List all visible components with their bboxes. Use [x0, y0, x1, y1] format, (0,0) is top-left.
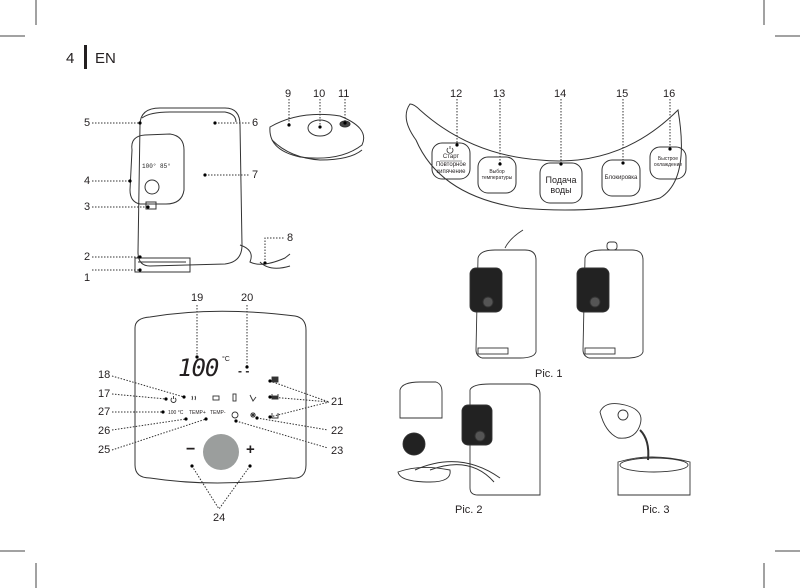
- power-icon: [170, 396, 177, 403]
- temp-plus-label: TEMP+: [189, 410, 206, 416]
- callout-4: 4: [84, 175, 91, 187]
- figure-2-caption: Pic. 2: [455, 504, 483, 516]
- page-number: 4: [66, 50, 75, 67]
- temperature-readout: 100: [178, 354, 219, 382]
- lock-button[interactable]: Блокировка: [602, 175, 640, 182]
- temperature-unit: °C: [222, 356, 230, 363]
- dispense-label-2: воды: [550, 185, 572, 196]
- header-divider: [84, 45, 87, 69]
- callout-6: 6: [252, 117, 259, 129]
- svg-text:100° 85°: 100° 85°: [142, 163, 171, 170]
- callout-11: 11: [338, 88, 350, 100]
- callout-5: 5: [84, 117, 91, 129]
- callout-20: 20: [241, 292, 254, 304]
- callout-27: 27: [98, 406, 111, 418]
- callout-19: 19: [191, 292, 204, 304]
- plus-button[interactable]: +: [246, 441, 255, 458]
- callout-10: 10: [313, 88, 326, 100]
- callout-13: 13: [493, 88, 506, 100]
- lock-label: Блокировка: [604, 175, 638, 181]
- callout-17: 17: [98, 388, 111, 400]
- callout-14: 14: [554, 88, 567, 100]
- knob: [203, 434, 239, 470]
- minus-button[interactable]: −: [186, 441, 196, 458]
- start-button[interactable]: Старт Повторное кипячение: [432, 154, 470, 176]
- bottle-icon: [232, 393, 237, 402]
- temperature-select-button[interactable]: Выбор температуры: [478, 169, 516, 182]
- callout-21: 21: [331, 396, 344, 408]
- reboil-label: Повторное кипячение: [435, 161, 467, 175]
- quick-cool-label-2: охлаждение: [653, 161, 683, 168]
- milk-icon: [249, 394, 257, 402]
- water-level-empty-icon: [271, 413, 279, 419]
- dispense-water-button[interactable]: Подача воды: [540, 175, 582, 196]
- callout-24: 24: [213, 512, 226, 524]
- callout-18: 18: [98, 369, 111, 381]
- callout-2: 2: [84, 251, 91, 263]
- cup-icon: [212, 395, 220, 401]
- timer-icon: [231, 411, 239, 419]
- start-label: Старт: [442, 154, 460, 160]
- callout-26: 26: [98, 425, 111, 437]
- figure-3-caption: Pic. 3: [642, 504, 670, 516]
- figure-1-caption: Pic. 1: [535, 368, 563, 380]
- callout-9: 9: [285, 88, 292, 100]
- temp-minus-label: TEMP-: [210, 410, 226, 416]
- snowflake-icon: [250, 412, 256, 418]
- callout-7: 7: [252, 169, 259, 181]
- callout-22: 22: [331, 425, 344, 437]
- steam-icon: [191, 395, 196, 401]
- callout-15: 15: [616, 88, 629, 100]
- quick-cool-label-1: Быстрое: [657, 156, 678, 162]
- callout-8: 8: [287, 232, 294, 244]
- quick-cool-button[interactable]: Быстрое охлаждение: [650, 156, 686, 169]
- callout-1: 1: [84, 272, 91, 284]
- water-level-full-icon: [271, 376, 279, 383]
- callout-3: 3: [84, 201, 91, 213]
- temperature-select-label-1: Выбор: [489, 169, 505, 175]
- secondary-readout: - -: [238, 364, 250, 378]
- language-code: EN: [95, 50, 116, 67]
- callout-12: 12: [450, 88, 463, 100]
- callout-16: 16: [663, 88, 676, 100]
- water-level-mid-icon: [271, 394, 279, 400]
- boil-100-label: 100 °C: [168, 410, 184, 416]
- dispense-label-1: Подача: [545, 175, 577, 185]
- power-icon: [446, 146, 454, 154]
- callout-25: 25: [98, 444, 111, 456]
- callout-23: 23: [331, 445, 344, 457]
- temperature-select-label-2: температуры: [481, 174, 513, 181]
